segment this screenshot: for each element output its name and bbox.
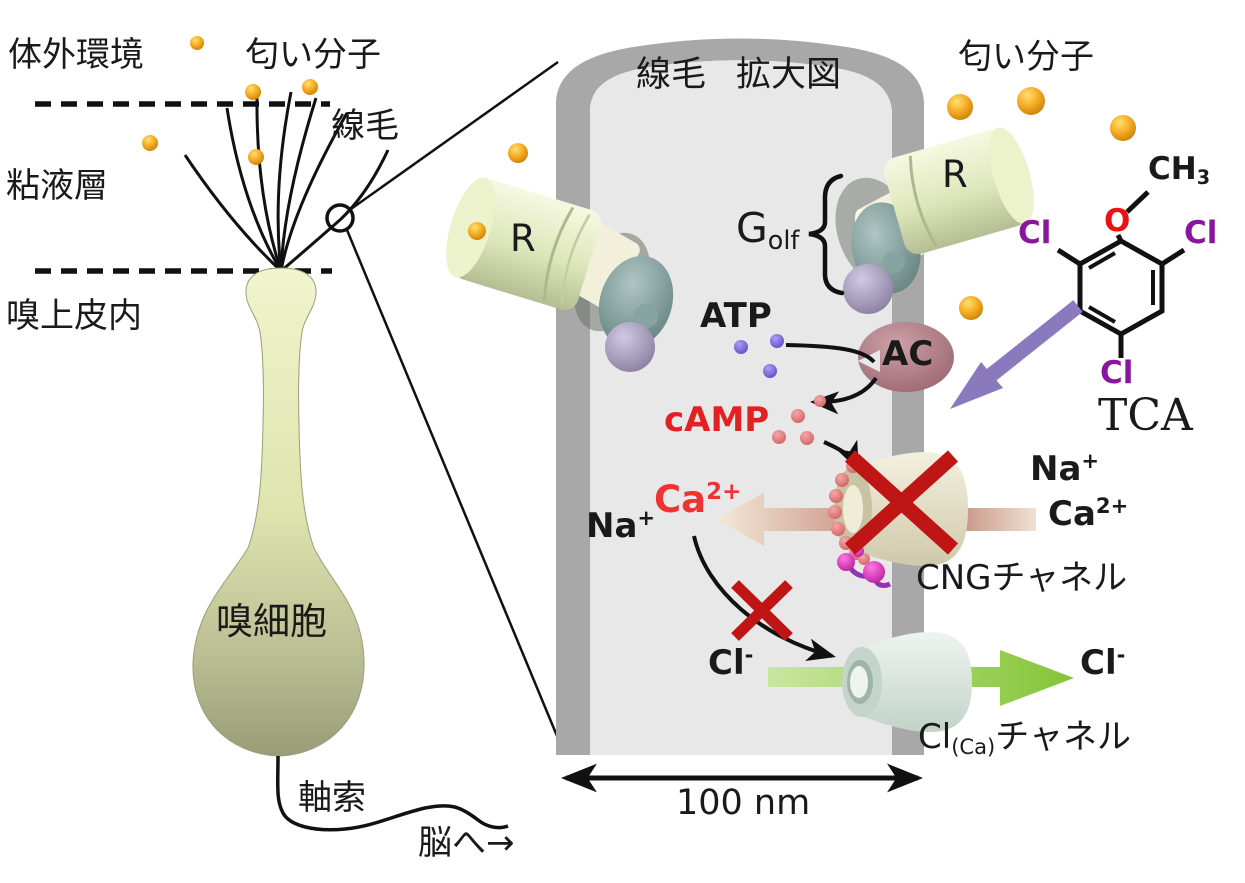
odor-label-left: 匂い分子	[245, 35, 381, 75]
cl-out-label: Cl-	[1080, 642, 1126, 683]
to-brain-label: 脳へ→	[418, 823, 515, 863]
cng-channel-label: CNGチャネル	[916, 558, 1128, 598]
arrow-atp-to-ac	[785, 343, 876, 364]
tca-cl-bottom-label: Cl	[1100, 355, 1134, 391]
cl-in-label: Cl-	[708, 642, 754, 683]
olfactory-cell-body	[192, 267, 509, 832]
arrow-ca-to-clca	[692, 535, 836, 661]
receptor-left-complex	[446, 177, 674, 372]
na-out-label: Na+	[1030, 448, 1100, 489]
clca-channel	[842, 632, 972, 732]
g-protein-purple-right	[843, 264, 893, 314]
title-cilium: 線毛	[636, 55, 707, 95]
blocked-x-marks	[731, 450, 959, 641]
atp-label: ATP	[700, 296, 772, 336]
cation-inflow-shaft-outside	[966, 508, 1036, 531]
receptor-right-label: R	[942, 153, 968, 196]
odor-label-right: 匂い分子	[958, 37, 1094, 77]
receptor-left-label: R	[510, 217, 536, 260]
golf-label: Golf	[736, 204, 800, 256]
cng-blocked-x	[844, 450, 959, 555]
cl-right-bond	[1160, 247, 1186, 267]
adenylyl-cyclase	[858, 322, 954, 392]
cell-label: 嗅細胞	[216, 600, 327, 643]
o-ch3-bond	[1125, 190, 1150, 214]
golf-brace	[808, 173, 845, 296]
ac-notch	[858, 350, 880, 372]
odor-molecules	[142, 36, 1136, 320]
tca-cl-left-label: Cl	[1018, 215, 1052, 251]
zoom-connector-top	[350, 60, 559, 211]
enlarged-view-title: 線毛拡大図	[636, 58, 841, 93]
zoom-source-circle	[325, 203, 355, 233]
camp-label: cAMP	[664, 400, 770, 440]
tca-methyl-label: CH3	[1148, 151, 1211, 190]
cilia-lines	[183, 91, 390, 273]
ac-label: AC	[882, 334, 934, 374]
clca-channel-label: Cl(Ca)チャネル	[918, 717, 1131, 759]
receptor-right-complex	[808, 127, 1034, 314]
zoom-connector-bottom	[345, 229, 564, 749]
scale-label: 100 nm	[676, 783, 811, 823]
axon-label: 軸索	[298, 778, 366, 818]
ca-in-label: Ca2+	[654, 478, 742, 521]
tca-oxygen-label: O	[1104, 203, 1131, 239]
signal-arrows	[692, 343, 878, 661]
tca-cl-right-label: Cl	[1184, 215, 1218, 251]
ca-blocked-x	[731, 580, 793, 641]
cilia-label: 線毛	[331, 106, 399, 146]
na-in-label: Na+	[586, 505, 656, 546]
g-protein-purple-left	[605, 322, 655, 372]
tca-inhibition-arrow	[950, 300, 1083, 409]
mucus-label: 粘液層	[6, 166, 108, 206]
ca-out-label: Ca2+	[1048, 493, 1129, 534]
g-protein-teal-left	[598, 255, 674, 349]
env-label: 体外環境	[8, 35, 144, 75]
cl-left-bond	[1056, 247, 1082, 267]
epithelium-label: 嗅上皮内	[6, 296, 142, 336]
atp-dots	[734, 334, 784, 378]
tca-name-label: TCA	[1098, 390, 1193, 441]
axon-line	[275, 755, 509, 832]
zoom-connectors	[325, 60, 564, 749]
cation-inflow-arrow-inside	[716, 493, 854, 546]
benzene-ring	[1077, 238, 1165, 337]
receptor-right-cylinder	[883, 127, 1034, 255]
tca-molecule-bonds	[1056, 190, 1186, 358]
camp-dots	[772, 395, 826, 445]
title-zoom: 拡大図	[736, 55, 842, 95]
chloride-arrow-head	[1000, 650, 1074, 706]
